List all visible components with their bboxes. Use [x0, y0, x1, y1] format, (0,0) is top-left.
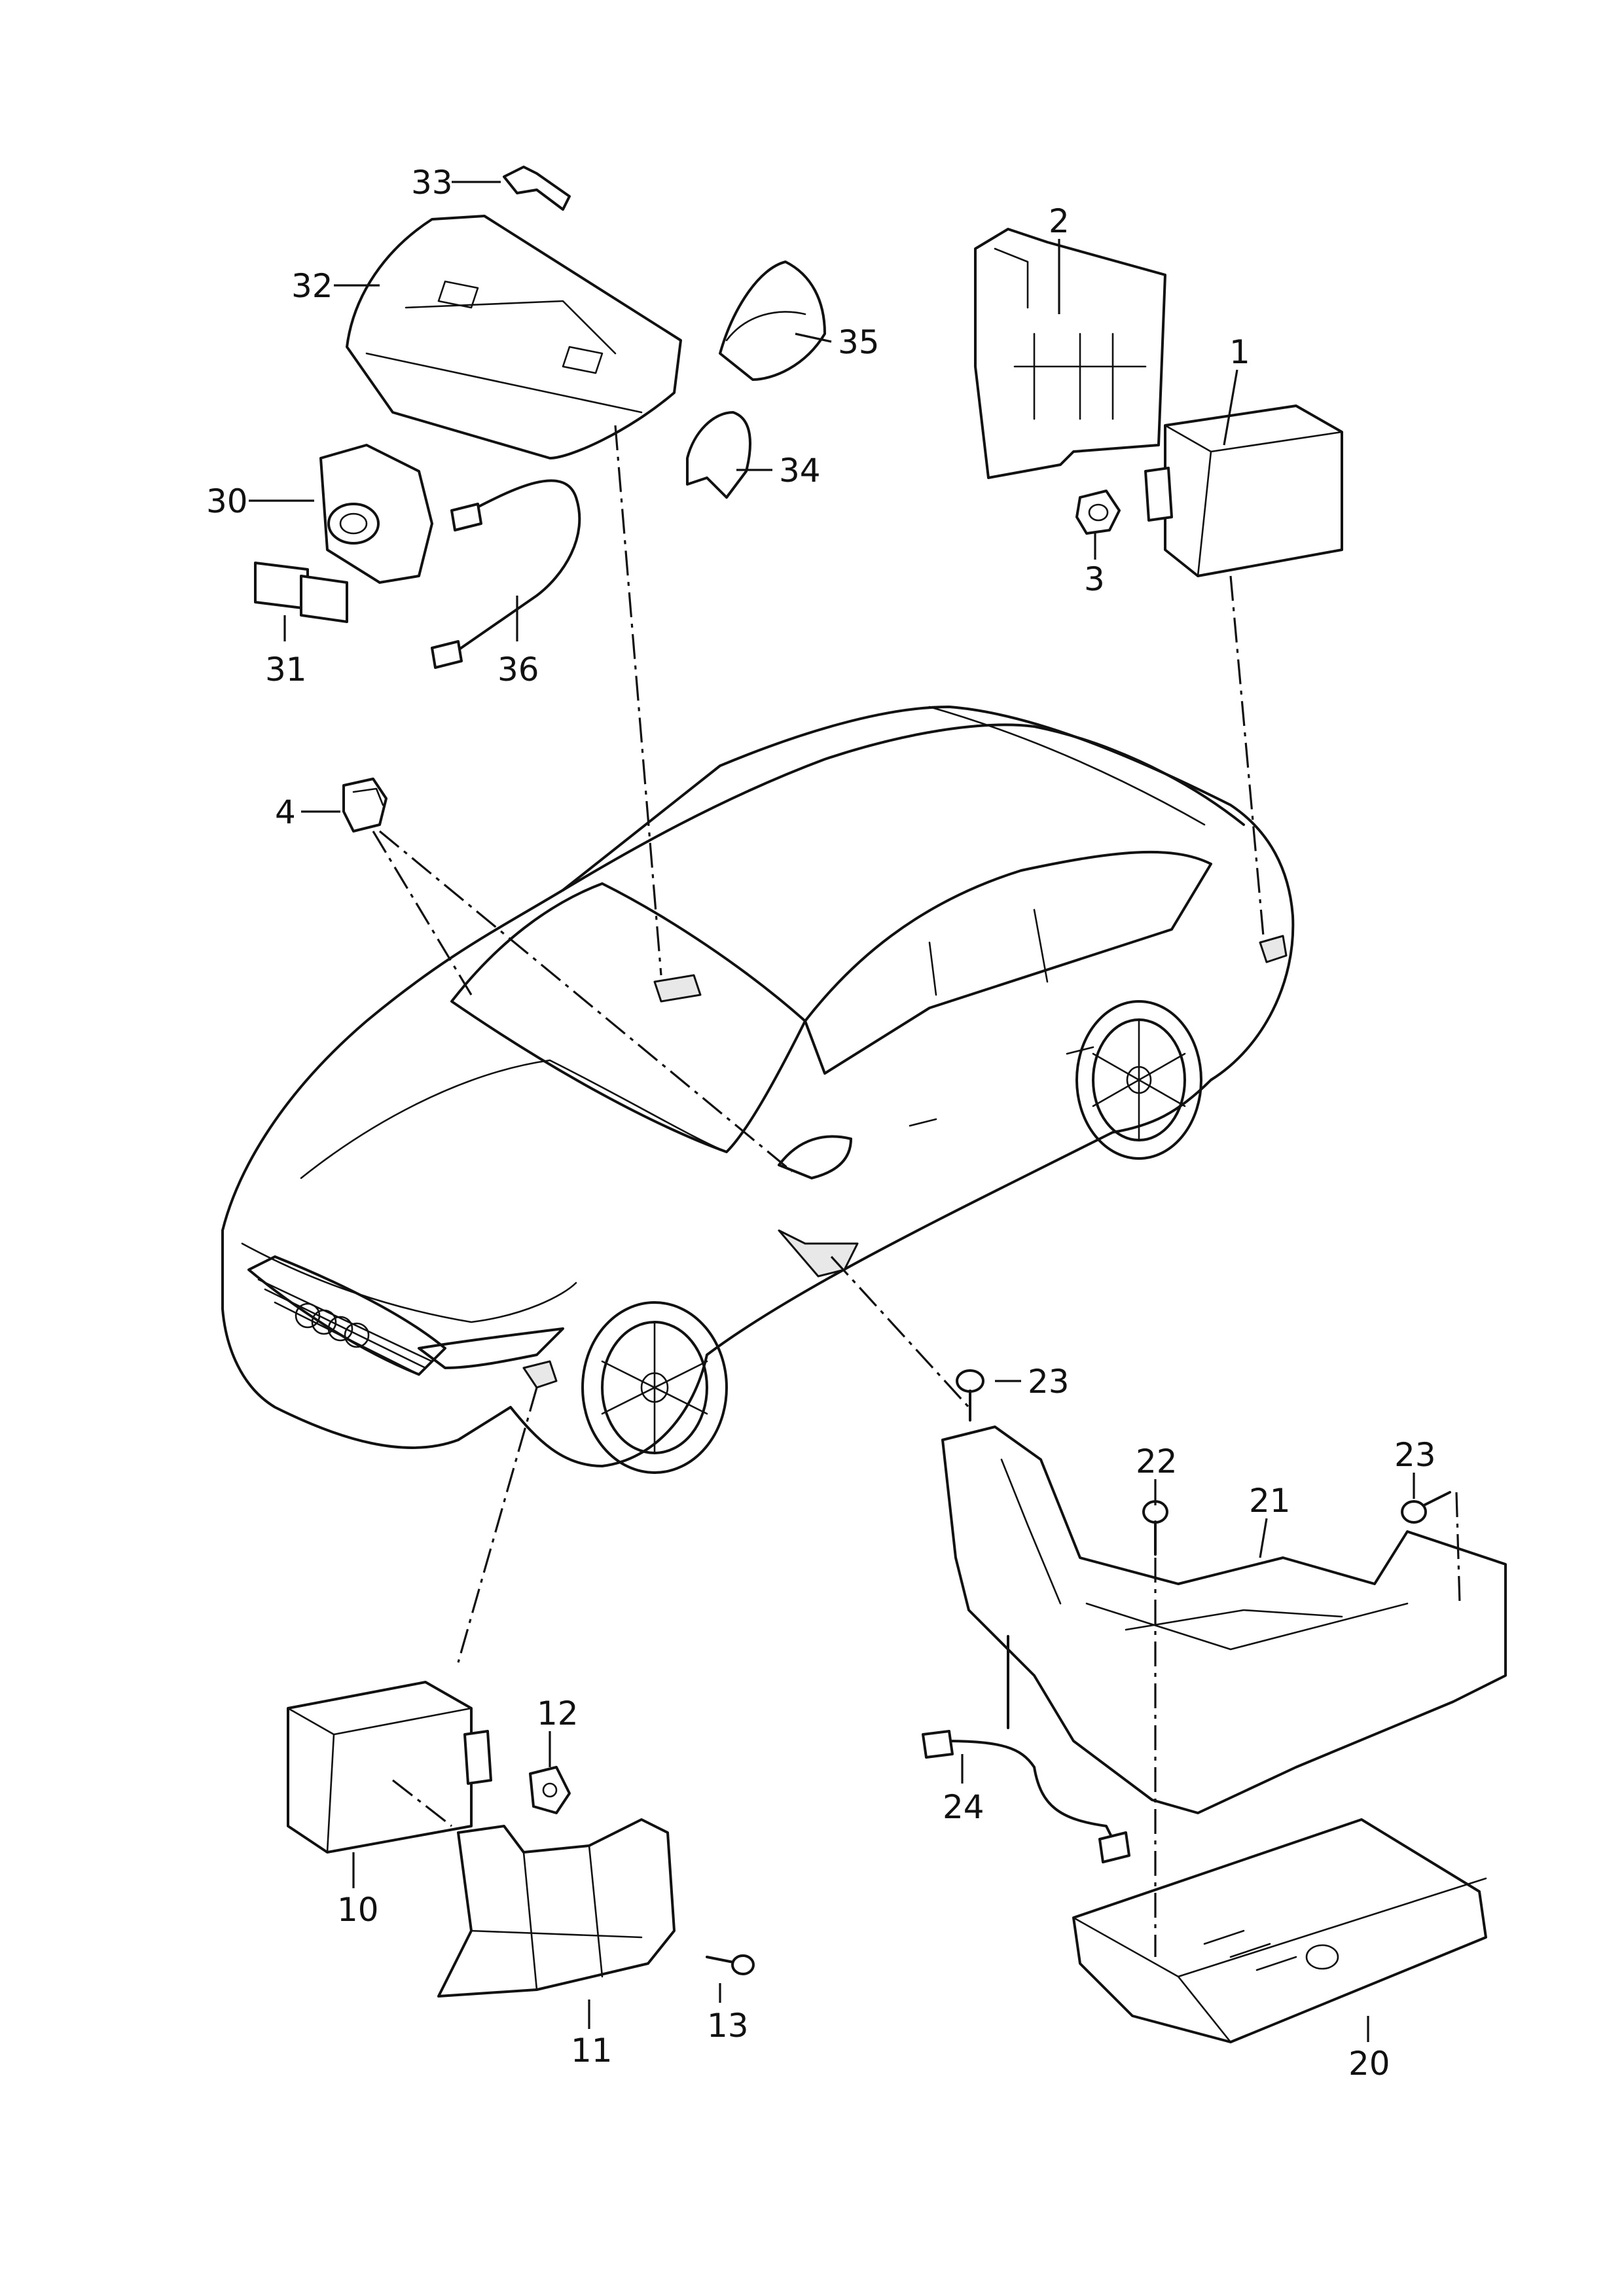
label-22: 22	[1136, 1443, 1178, 1480]
part-32-camera-bracket	[346, 215, 682, 459]
reference-lines	[372, 425, 1461, 1957]
part-23-screw-b	[1401, 1491, 1451, 1524]
label-34: 34	[779, 452, 821, 490]
label-11: 11	[571, 2032, 613, 2070]
label-32: 32	[291, 267, 333, 305]
label-23-a: 23	[1028, 1363, 1070, 1401]
part-35-cover	[719, 260, 826, 381]
part-23-screw-a	[956, 1369, 984, 1422]
part-34-cover	[686, 411, 751, 499]
part-11-bracket	[437, 1818, 676, 1998]
label-leaders	[249, 181, 1415, 2042]
label-20: 20	[1348, 2045, 1390, 2083]
part-12-clip	[529, 1766, 571, 1814]
label-36: 36	[497, 651, 539, 689]
part-2-bracket	[974, 228, 1166, 479]
audi-logo-icon	[295, 1302, 370, 1348]
label-33: 33	[411, 164, 453, 202]
label-35: 35	[838, 323, 880, 361]
part-4-sensor	[342, 778, 388, 833]
part-number-labels: 33 32 35 34 30 31 36 4 2 1 3 10 12 11 13…	[206, 164, 1436, 2083]
part-10-control-unit	[287, 1681, 492, 1854]
front-wheel	[581, 1301, 728, 1474]
part-3-nut	[1075, 490, 1121, 535]
label-12: 12	[537, 1695, 579, 1732]
label-30: 30	[206, 482, 248, 520]
part-30-camera	[319, 444, 433, 584]
rear-wheel	[1075, 1000, 1202, 1160]
part-1-control-unit	[1144, 404, 1343, 577]
label-4: 4	[275, 793, 296, 831]
part-36-cable	[431, 479, 581, 669]
label-1: 1	[1229, 333, 1250, 371]
label-2: 2	[1049, 202, 1070, 240]
part-13-screw	[706, 1954, 755, 1975]
rear-mount-location	[1259, 935, 1288, 963]
part-20-control-unit	[1072, 1818, 1487, 2043]
part-24-cable	[922, 1730, 1130, 1863]
label-24: 24	[943, 1788, 984, 1826]
part-21-bracket	[941, 1426, 1507, 1814]
label-21: 21	[1249, 1482, 1291, 1520]
label-3: 3	[1084, 560, 1105, 598]
camera-mount-location	[653, 974, 702, 1003]
label-31: 31	[265, 651, 307, 689]
label-23-b: 23	[1394, 1436, 1436, 1474]
front-mount-location	[522, 1360, 558, 1389]
part-31-gasket	[254, 562, 348, 623]
label-13: 13	[707, 2007, 749, 2045]
part-22-screw	[1142, 1500, 1168, 1556]
part-33-clip	[503, 166, 571, 211]
label-10: 10	[337, 1891, 379, 1929]
vehicle-illustration	[221, 706, 1295, 1474]
